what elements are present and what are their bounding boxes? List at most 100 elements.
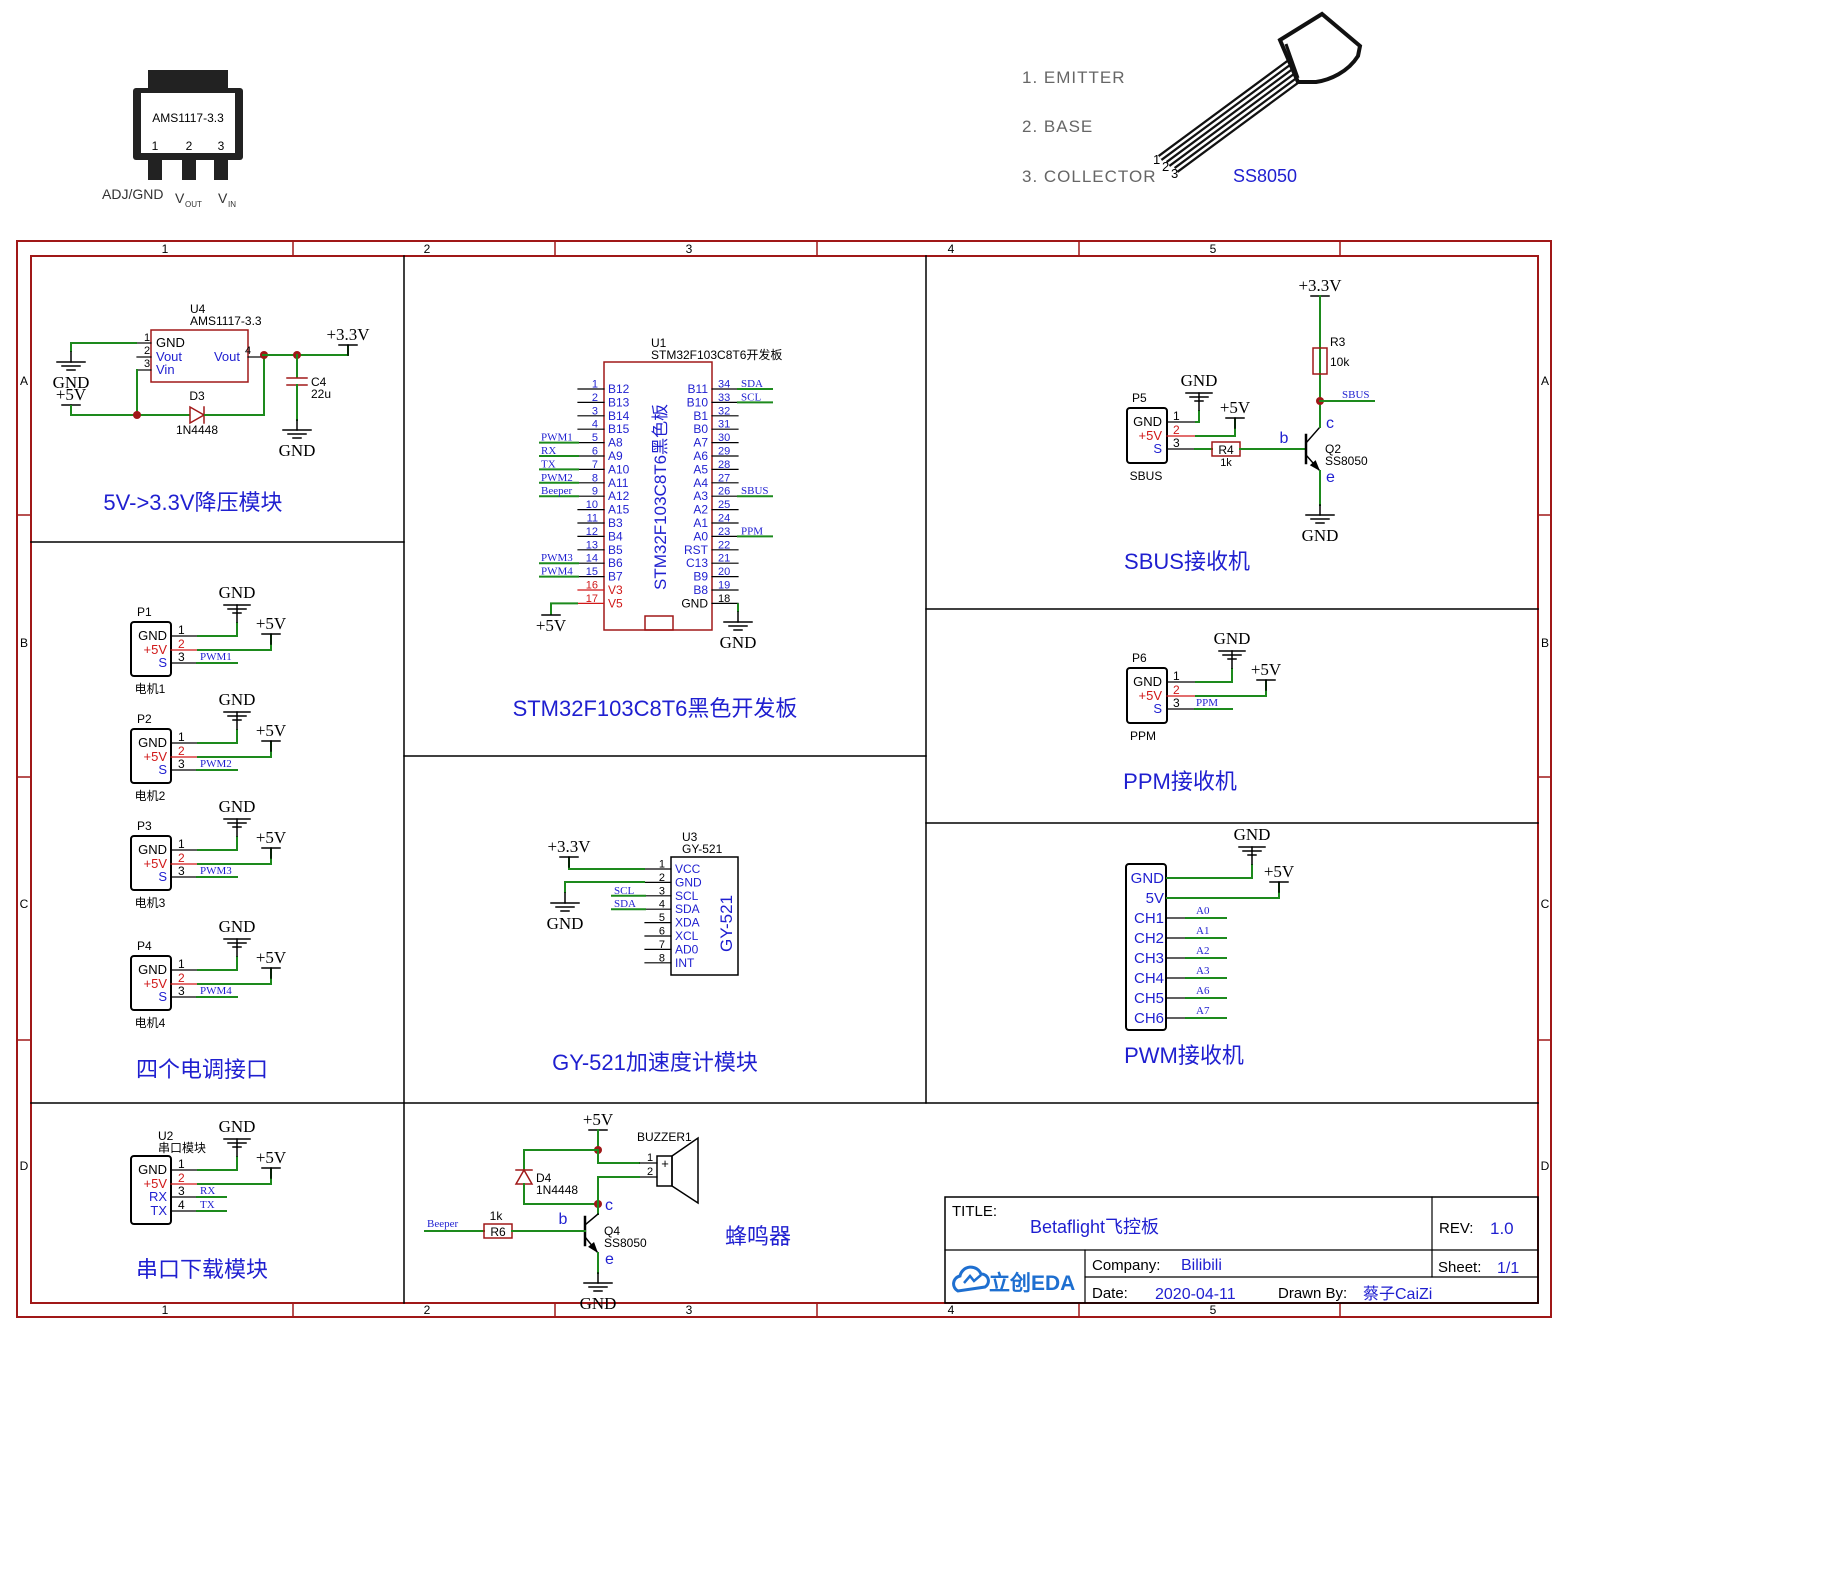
power-label: +5V (56, 385, 87, 404)
transistor-lead-highlight (1159, 60, 1291, 160)
part-name: AMS1117-3.3 (190, 314, 262, 328)
pin-number: 1 (178, 730, 185, 744)
vin-subscript: IN (228, 200, 236, 209)
usb-port (644, 615, 674, 631)
pin-number: 1 (178, 957, 185, 971)
ref-designator: R3 (1330, 335, 1346, 349)
block-title: SBUS接收机 (1124, 549, 1250, 574)
pin-name: A4 (693, 476, 708, 490)
ground-label: GND (580, 1294, 617, 1313)
base-label: b (559, 1211, 568, 1228)
pin-name: B15 (608, 422, 630, 436)
connector-pin-name: S (158, 989, 167, 1004)
transistor-lead-highlight (1167, 66, 1299, 166)
pin-name: A12 (608, 489, 630, 503)
pin-name: INT (675, 956, 695, 970)
part-name: GY-521 (682, 842, 723, 856)
wire (197, 729, 238, 744)
zone-row-label: B (20, 636, 28, 650)
transistor-collector (583, 1212, 600, 1227)
transistor-name: SS8050 (1233, 166, 1297, 186)
zone-row-label: C (1541, 897, 1550, 911)
power-label: +3.3V (547, 837, 591, 856)
pin-name: B4 (608, 529, 623, 543)
connector-label: 电机2 (135, 789, 166, 803)
pin-number: 3 (144, 358, 150, 370)
connector-pin-name: +5V (144, 1176, 168, 1191)
collector-label: c (1326, 415, 1334, 432)
pin-number: 4 (178, 1198, 185, 1212)
zone-row-label: A (1541, 374, 1549, 388)
pin-number: 18 (718, 593, 730, 605)
transistor-body (1277, 11, 1363, 84)
part-name: 1N4448 (176, 423, 218, 437)
connector-pin-name: S (158, 655, 167, 670)
connector-pin-name: GND (138, 1162, 167, 1177)
ground-label: GND (219, 917, 256, 936)
block-title: 串口下载模块 (136, 1257, 268, 1282)
mcu-body-label: STM32F103C8T6黑色板 (651, 404, 670, 590)
pin-number: 23 (718, 526, 730, 538)
pin-number: 11 (587, 513, 598, 525)
net-label: Beeper (541, 485, 572, 497)
net-label: PWM4 (200, 985, 232, 997)
connector-pin-name: CH2 (1134, 930, 1164, 947)
block-title: 四个电调接口 (136, 1057, 268, 1082)
ref-designator: P3 (137, 819, 152, 833)
pin-name: B10 (687, 395, 709, 409)
pin-number: 1 (144, 332, 150, 344)
pin-name: V5 (608, 596, 623, 610)
package-pin-number: 1 (152, 139, 159, 153)
zone-col-label: 3 (686, 242, 693, 256)
pin-number: 1 (1173, 669, 1180, 683)
pin-name: B13 (608, 395, 630, 409)
ref-designator: U3 (682, 830, 698, 844)
pin-name: C13 (686, 556, 708, 570)
ref-designator: P1 (137, 605, 152, 619)
emitter-label: e (1326, 469, 1335, 486)
emitter-label: e (605, 1251, 614, 1268)
connector-pin-name: GND (138, 842, 167, 857)
pin-number: 3 (178, 650, 185, 664)
pin-name: B8 (693, 583, 708, 597)
pin-name: GND (681, 596, 708, 610)
gy521-body (670, 856, 739, 976)
power-label: +5V (536, 616, 567, 635)
connector-pin-name: S (1153, 701, 1162, 716)
connector-pin-name: +5V (1139, 688, 1163, 703)
connector-pin-name: CH1 (1134, 910, 1164, 927)
company-label: Company: (1092, 1257, 1160, 1274)
block-title: PPM接收机 (1123, 769, 1237, 794)
lead-number: 2 (1162, 159, 1169, 174)
vout-subscript: OUT (185, 200, 202, 209)
eda-logo-text: 立创EDA (989, 1271, 1075, 1295)
rev-label: REV: (1439, 1220, 1473, 1237)
wire (1195, 668, 1233, 683)
connector-label: 电机4 (135, 1016, 166, 1030)
pin-name: Vout (214, 349, 240, 364)
pin-number: 1 (592, 379, 598, 391)
pin-number: 6 (659, 926, 665, 938)
pin-number: 2 (178, 971, 185, 985)
zone-col-label: 1 (162, 242, 169, 256)
pin-name: SDA (675, 902, 700, 916)
zone-col-label: 1 (162, 1303, 169, 1317)
pin-number: 2 (178, 1171, 185, 1185)
block-title: 蜂鸣器 (725, 1224, 791, 1249)
pin-number: 14 (586, 553, 598, 565)
wire (550, 602, 578, 615)
title-label: TITLE: (952, 1203, 997, 1220)
pin-name: Vin (156, 362, 175, 377)
wire (204, 355, 265, 416)
ref-designator: U4 (190, 302, 206, 316)
pin-name: B7 (608, 570, 623, 584)
connector-pin-name: +5V (144, 856, 168, 871)
zone-col-label: 5 (1210, 242, 1217, 256)
package-lead (214, 160, 228, 180)
ground-label: GND (219, 583, 256, 602)
pin-number: 3 (592, 405, 598, 417)
package-name: AMS1117-3.3 (152, 111, 224, 125)
